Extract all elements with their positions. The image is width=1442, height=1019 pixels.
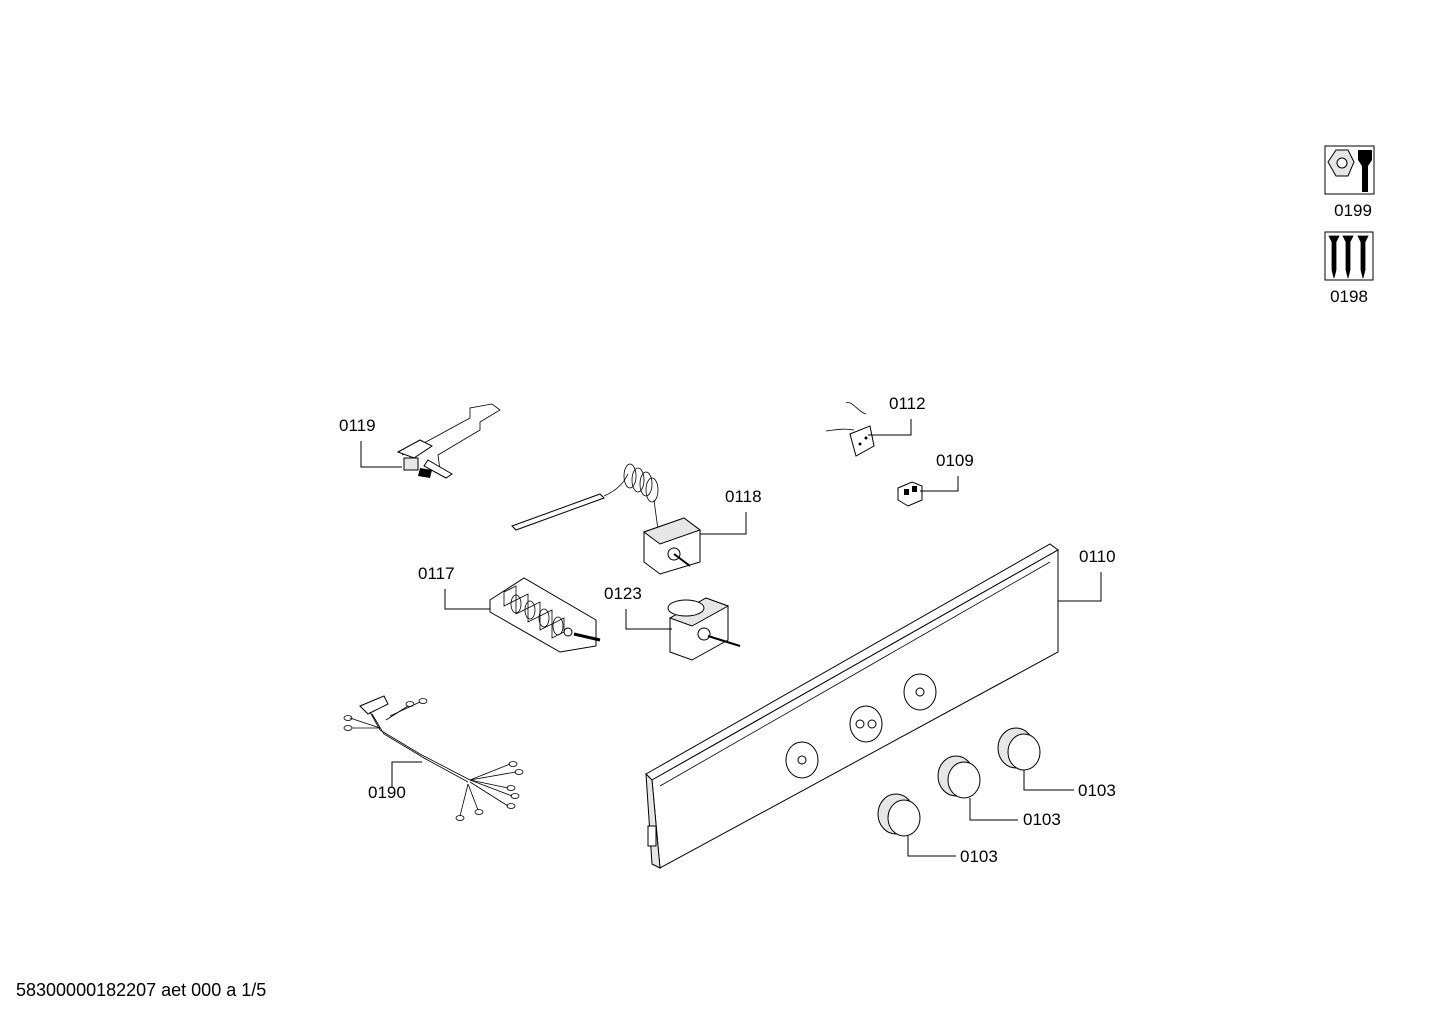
label-0103-a: 0103 (1078, 781, 1116, 800)
label-0117: 0117 (418, 564, 455, 583)
label-0110: 0110 (1079, 547, 1116, 566)
part-0110[interactable] (645, 543, 1059, 869)
tools-icon-label: 0199 (1334, 201, 1372, 220)
part-0117[interactable] (489, 577, 601, 653)
part-0119[interactable] (396, 403, 501, 479)
label-0119: 0119 (339, 416, 376, 435)
part-0112[interactable] (825, 402, 875, 457)
label-0123: 0123 (604, 584, 642, 603)
label-0112: 0112 (889, 394, 926, 413)
label-0118: 0118 (725, 487, 762, 506)
label-0190: 0190 (368, 783, 406, 802)
part-0190[interactable] (343, 695, 524, 821)
tools-icon[interactable] (1324, 145, 1375, 195)
label-0109: 0109 (936, 451, 974, 470)
screws-icon[interactable] (1324, 231, 1374, 281)
knob-0103-b[interactable] (937, 755, 981, 799)
screws-icon-label: 0198 (1330, 287, 1368, 306)
knob-0103-a[interactable] (997, 727, 1041, 771)
part-0123[interactable] (667, 597, 741, 661)
label-0103-b: 0103 (1023, 810, 1061, 829)
part-0118[interactable] (511, 463, 702, 575)
knob-hole-2 (849, 705, 883, 743)
label-0103-c: 0103 (960, 847, 998, 866)
document-footer: 58300000182207 aet 000 a 1/5 (16, 980, 267, 1000)
part-0109[interactable] (897, 481, 923, 507)
knob-0103-c[interactable] (877, 793, 921, 837)
knob-hole-3 (903, 673, 937, 711)
knob-hole-1 (785, 741, 819, 779)
